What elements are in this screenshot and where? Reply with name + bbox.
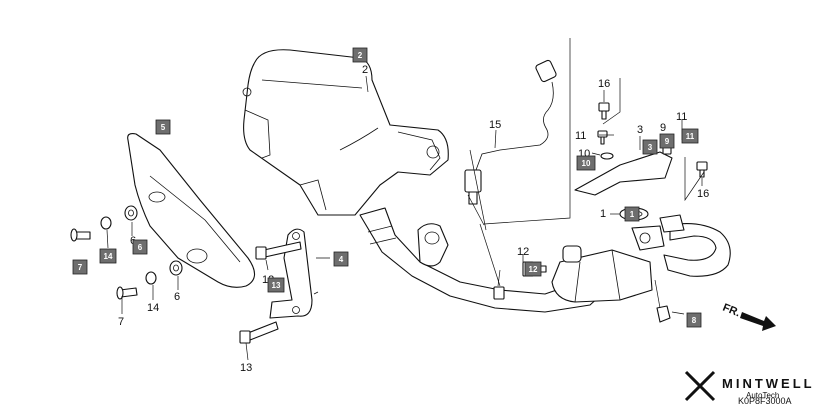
callout-14: 14 (147, 302, 159, 314)
callout-1: 1 (600, 208, 606, 220)
callout-3: 3 (637, 124, 643, 136)
svg-text:10: 10 (582, 159, 591, 168)
callout-13: 13 (240, 362, 252, 374)
badge-13[interactable]: 13 (267, 277, 285, 293)
svg-text:13: 13 (272, 281, 281, 290)
bolt-part-16-right[interactable] (696, 161, 708, 178)
svg-text:9: 9 (665, 137, 670, 146)
svg-text:5: 5 (161, 123, 166, 132)
bolt-part-12-left[interactable] (493, 286, 505, 300)
svg-text:8: 8 (692, 316, 697, 325)
heat-plate-part-3[interactable] (574, 151, 673, 196)
svg-text:14: 14 (104, 252, 113, 261)
callout-11-left: 11 (575, 130, 586, 142)
catalyzer-body[interactable] (551, 245, 653, 303)
badge-9[interactable]: 9 (659, 133, 675, 149)
washer-part-6-upper[interactable] (124, 205, 138, 221)
brand-watermark: MINTWELL AutoTech K0P8F3000A (684, 370, 815, 406)
callout-numbers: 2 15 16 11 11 3 9 10 1 16 12 12 13 6 6 7… (118, 64, 709, 374)
bolt-part-13-lower[interactable] (239, 321, 279, 344)
leader-lines (106, 38, 705, 361)
svg-text:4: 4 (339, 255, 344, 264)
screw-part-11-upper[interactable] (597, 130, 608, 145)
brand-name: MINTWELL (722, 376, 815, 391)
brand-sub: AutoTech (746, 391, 779, 400)
front-arrow-icon (740, 312, 776, 331)
badge-12[interactable]: 12 (524, 261, 542, 277)
oxygen-sensor-part-15[interactable] (464, 59, 557, 205)
collar-part-14-upper[interactable] (100, 216, 112, 230)
callout-7: 7 (118, 316, 124, 328)
svg-text:7: 7 (78, 263, 83, 272)
callout-12-right: 12 (517, 246, 529, 258)
bolt-part-13-upper[interactable] (255, 241, 302, 260)
callout-11-right: 11 (676, 111, 687, 123)
badge-11[interactable]: 11 (681, 128, 699, 144)
screw-part-7-upper[interactable] (70, 228, 91, 242)
svg-text:12: 12 (529, 265, 538, 274)
exhaust-protector-part-5[interactable] (127, 133, 256, 288)
svg-text:2: 2 (358, 51, 363, 60)
heat-shield-part-2[interactable] (242, 49, 449, 216)
badge-14[interactable]: 14 (99, 248, 117, 264)
washer-part-10[interactable] (600, 152, 614, 160)
callout-16-upper: 16 (598, 78, 610, 90)
exhaust-stay-bracket[interactable] (269, 228, 313, 319)
callout-6-lower: 6 (174, 291, 180, 303)
svg-text:6: 6 (138, 243, 143, 252)
washer-part-6-lower[interactable] (169, 260, 183, 276)
collar-part-14-lower[interactable] (145, 271, 157, 285)
diagram-code: K0P8F3000A (738, 396, 792, 406)
front-label: FR. (721, 302, 742, 320)
badge-10[interactable]: 10 (576, 155, 596, 171)
badge-1[interactable]: 1 (624, 206, 640, 222)
badge-4[interactable]: 4 (333, 251, 349, 267)
callout-16-right: 16 (697, 188, 709, 200)
svg-text:1: 1 (630, 210, 635, 219)
badge-8[interactable]: 8 (686, 312, 702, 328)
svg-text:3: 3 (648, 143, 653, 152)
svg-text:11: 11 (686, 132, 695, 141)
exhaust-clamp-ring[interactable] (631, 214, 731, 277)
brand-logo-icon (684, 370, 716, 402)
bolt-part-16-upper[interactable] (598, 102, 610, 120)
badge-6[interactable]: 6 (132, 239, 148, 255)
badge-2[interactable]: 2 (352, 47, 368, 63)
badge-3[interactable]: 3 (642, 139, 658, 155)
nut-part-8[interactable] (656, 305, 671, 323)
callout-9: 9 (660, 122, 666, 134)
front-direction-arrow: FR. (721, 302, 776, 331)
badge-5[interactable]: 5 (155, 119, 171, 135)
badge-7[interactable]: 7 (72, 259, 88, 275)
callout-15: 15 (489, 119, 501, 131)
callout-2: 2 (362, 64, 368, 76)
screw-part-7-lower[interactable] (116, 286, 138, 300)
